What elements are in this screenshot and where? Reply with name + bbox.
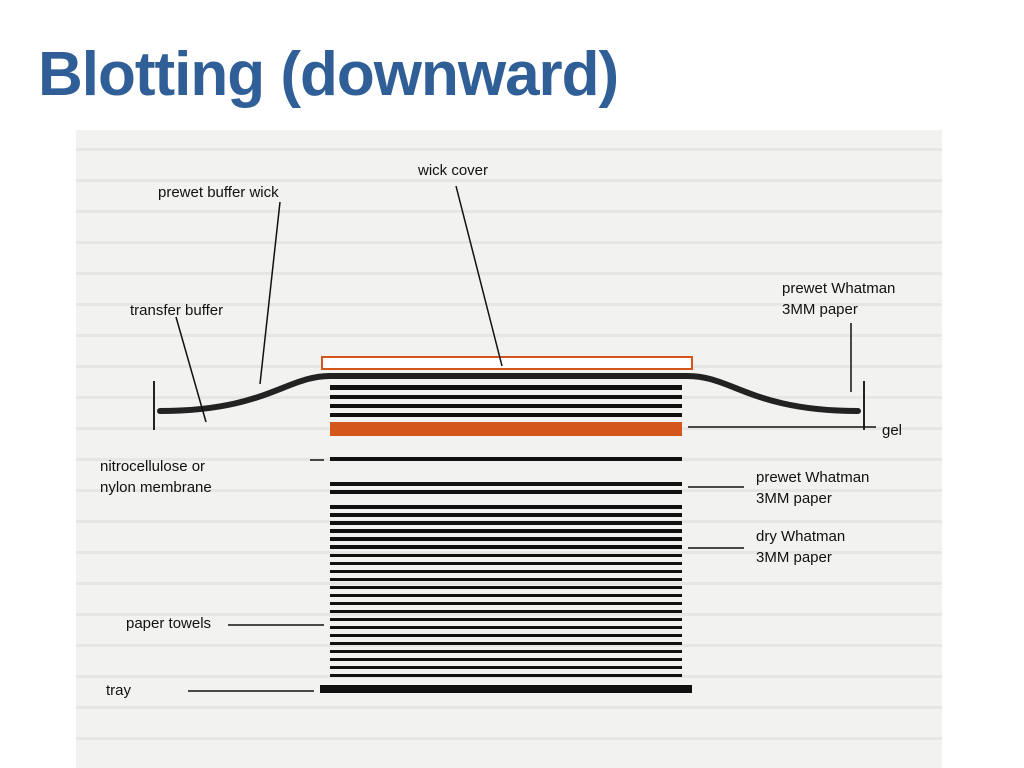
pointer-buffer-wick <box>259 201 281 385</box>
prewet-whatman-bottom-layers <box>330 482 682 494</box>
buffer-container <box>153 381 865 430</box>
label-paper-towels: paper towels <box>126 615 212 632</box>
label-prewet-buffer-wick: prewet buffer wick <box>158 184 279 201</box>
buffer-wick <box>157 373 861 414</box>
label-prewet-whatman-top: prewet Whatman 3MM paper <box>782 280 896 318</box>
label-membrane: nitrocellulose or nylon membrane <box>100 458 212 496</box>
prewet-whatman-top-layers <box>330 385 682 417</box>
label-dry-whatman: dry Whatman 3MM paper <box>756 528 846 566</box>
tray <box>320 685 692 693</box>
label-prewet-whatman-bottom: prewet Whatman 3MM paper <box>756 469 870 507</box>
gel-layer <box>330 422 682 436</box>
dry-whatman-layers <box>330 505 682 549</box>
blotting-diagram: wick cover prewet buffer wick transfer b… <box>76 130 942 768</box>
membrane-layer <box>330 457 682 461</box>
diagram-drawing <box>153 185 876 693</box>
label-wick-cover: wick cover <box>418 162 489 179</box>
label-transfer-buffer: transfer buffer <box>130 302 224 319</box>
label-gel: gel <box>882 422 903 439</box>
label-pointers <box>175 185 876 692</box>
wick-cover <box>321 356 693 370</box>
label-tray: tray <box>106 682 132 699</box>
pointer-transfer-buffer <box>175 316 207 423</box>
paper-towel-stack <box>330 554 682 677</box>
page-title: Blotting (downward) <box>38 40 619 109</box>
page-background <box>76 130 942 768</box>
pointer-wick-cover <box>455 185 503 367</box>
